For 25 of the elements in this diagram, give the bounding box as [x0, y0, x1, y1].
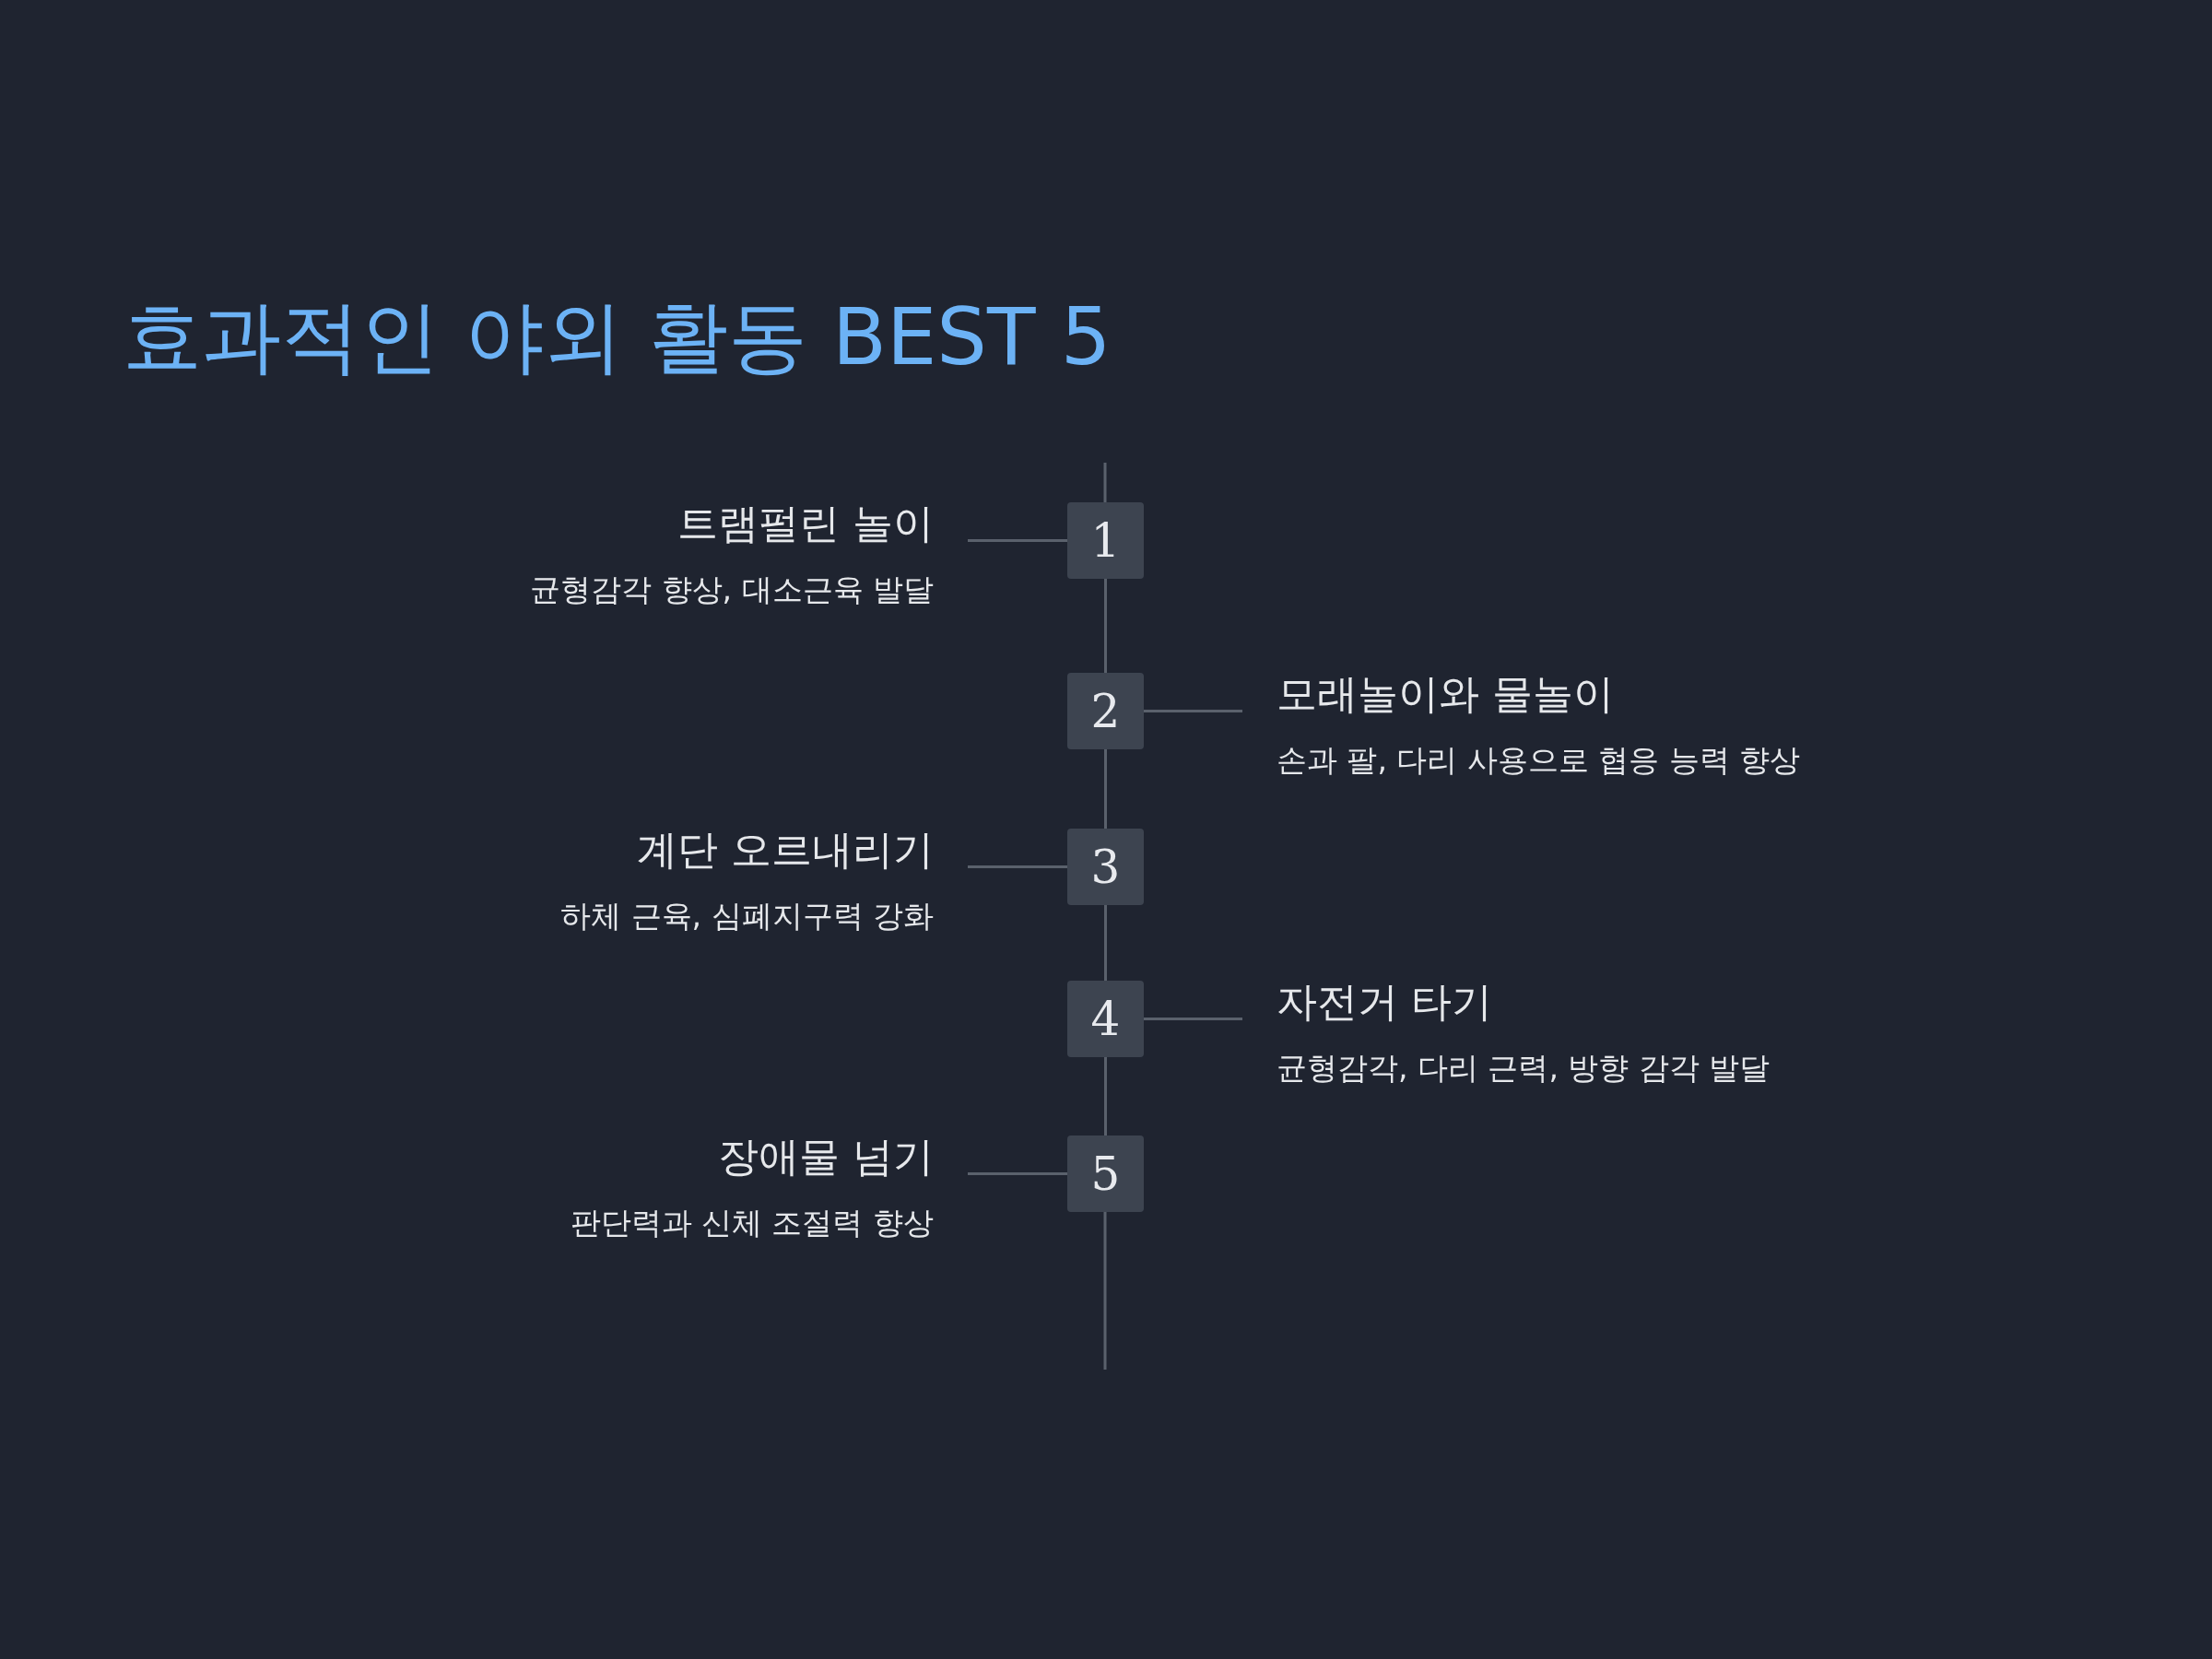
connector-line: [968, 865, 1067, 868]
connector-line: [1104, 749, 1107, 829]
activity-heading: 자전거 타기: [1277, 977, 1492, 1027]
connector-line: [1144, 1018, 1242, 1020]
activity-description: 손과 팔, 다리 사용으로 협응 능력 향상: [1277, 741, 1801, 780]
connector-line: [1144, 710, 1242, 712]
number-badge: 2: [1067, 673, 1144, 749]
activity-heading: 트램펄린 놀이: [677, 499, 934, 548]
connector-line: [968, 1172, 1067, 1175]
activity-description: 균형감각, 다리 근력, 방향 감각 발달: [1277, 1049, 1771, 1088]
activity-description: 판단력과 신체 조절력 향상: [570, 1204, 934, 1242]
number-badge: 3: [1067, 829, 1144, 905]
connector-line: [968, 539, 1067, 542]
connector-line: [1104, 905, 1107, 981]
connector-line: [1104, 1057, 1107, 1135]
number-badge: 1: [1067, 502, 1144, 579]
activity-heading: 계단 오르내리기: [637, 825, 934, 875]
activity-description: 균형감각 향상, 대소근육 발달: [530, 571, 934, 609]
title: 효과적인 야외 활동 BEST 5: [123, 289, 1112, 384]
connector-line: [1104, 579, 1107, 673]
number-badge: 5: [1067, 1135, 1144, 1212]
activity-heading: 장애물 넘기: [718, 1132, 934, 1182]
activity-heading: 모래놀이와 물놀이: [1277, 669, 1614, 719]
number-badge: 4: [1067, 981, 1144, 1057]
activity-description: 하체 근육, 심폐지구력 강화: [560, 897, 934, 935]
